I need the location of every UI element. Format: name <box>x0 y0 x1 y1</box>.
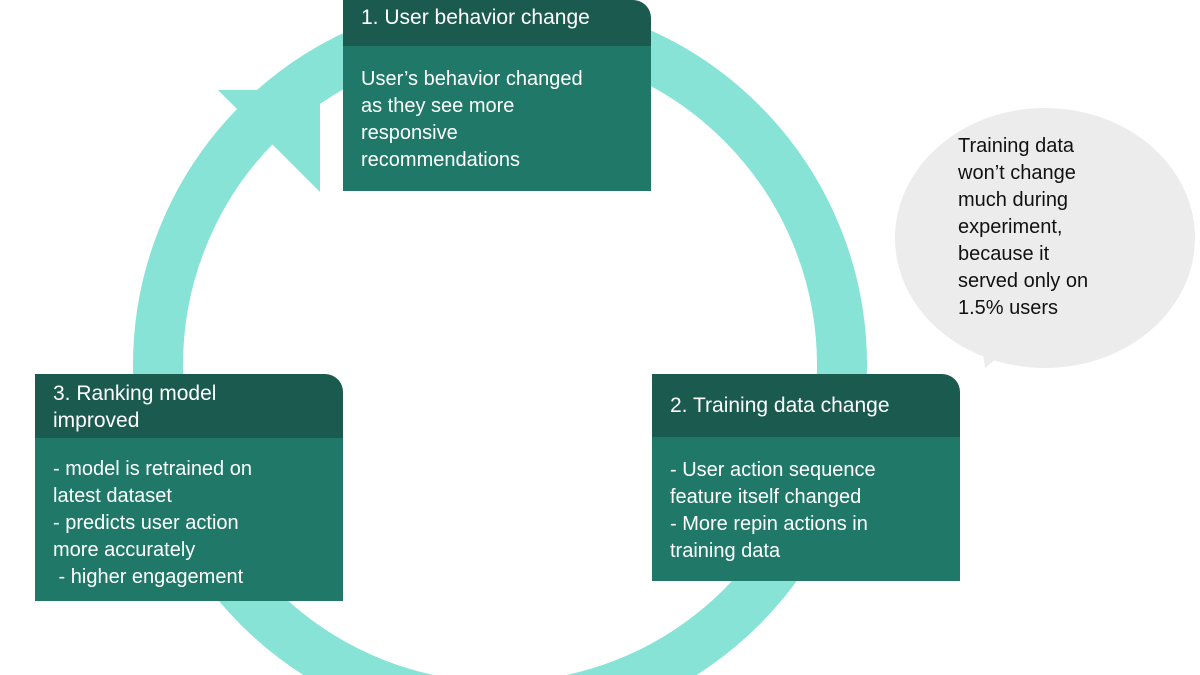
step-3-body-line: - predicts user action <box>53 512 239 534</box>
step-1-title: 1. User behavior change <box>343 0 651 46</box>
note-line: 1.5% users <box>958 297 1059 319</box>
step-3-body-line: more accurately <box>53 539 196 561</box>
step-3-body: - model is retrained on latest dataset -… <box>35 438 343 601</box>
step-2-body-line: feature itself changed <box>670 486 862 508</box>
note-line: much during <box>958 189 1069 211</box>
note-line: served only on <box>958 270 1089 292</box>
step-3-body-line: - higher engagement <box>53 566 244 588</box>
note-line: Training data <box>958 135 1074 157</box>
step-3-body-line: - model is retrained on <box>53 458 252 480</box>
step-2-body-line: - More repin actions in <box>670 513 868 535</box>
step-1-body-line: as they see more <box>361 95 515 117</box>
step-2-title: 2. Training data change <box>652 374 960 437</box>
step-2-card: 2. Training data change - User action se… <box>652 374 960 581</box>
note-line: experiment, <box>958 216 1063 238</box>
step-2-body: - User action sequence feature itself ch… <box>652 437 960 581</box>
step-1-card: 1. User behavior change User’s behavior … <box>343 0 651 191</box>
step-3-card: 3. Ranking model improved - model is ret… <box>35 374 343 605</box>
cycle-arrowhead <box>218 90 320 192</box>
step-2-body-line: training data <box>670 540 781 562</box>
note-line: because it <box>958 243 1050 265</box>
note-line: won’t change <box>958 162 1076 184</box>
speech-bubble-text: Training data won’t change much during e… <box>958 133 1158 322</box>
speech-bubble <box>895 108 1195 368</box>
step-3-title-line: improved <box>53 409 140 432</box>
step-1-body-line: responsive <box>361 122 458 144</box>
step-1-body-line: recommendations <box>361 149 520 171</box>
step-2-body-line: - User action sequence <box>670 459 876 481</box>
step-3-body-line: latest dataset <box>53 485 172 507</box>
step-1-body-line: User’s behavior changed <box>361 68 583 90</box>
step-1-body: User’s behavior changed as they see more… <box>343 46 651 191</box>
step-3-title: 3. Ranking model improved <box>35 374 343 438</box>
step-3-title-line: 3. Ranking model <box>53 382 217 405</box>
